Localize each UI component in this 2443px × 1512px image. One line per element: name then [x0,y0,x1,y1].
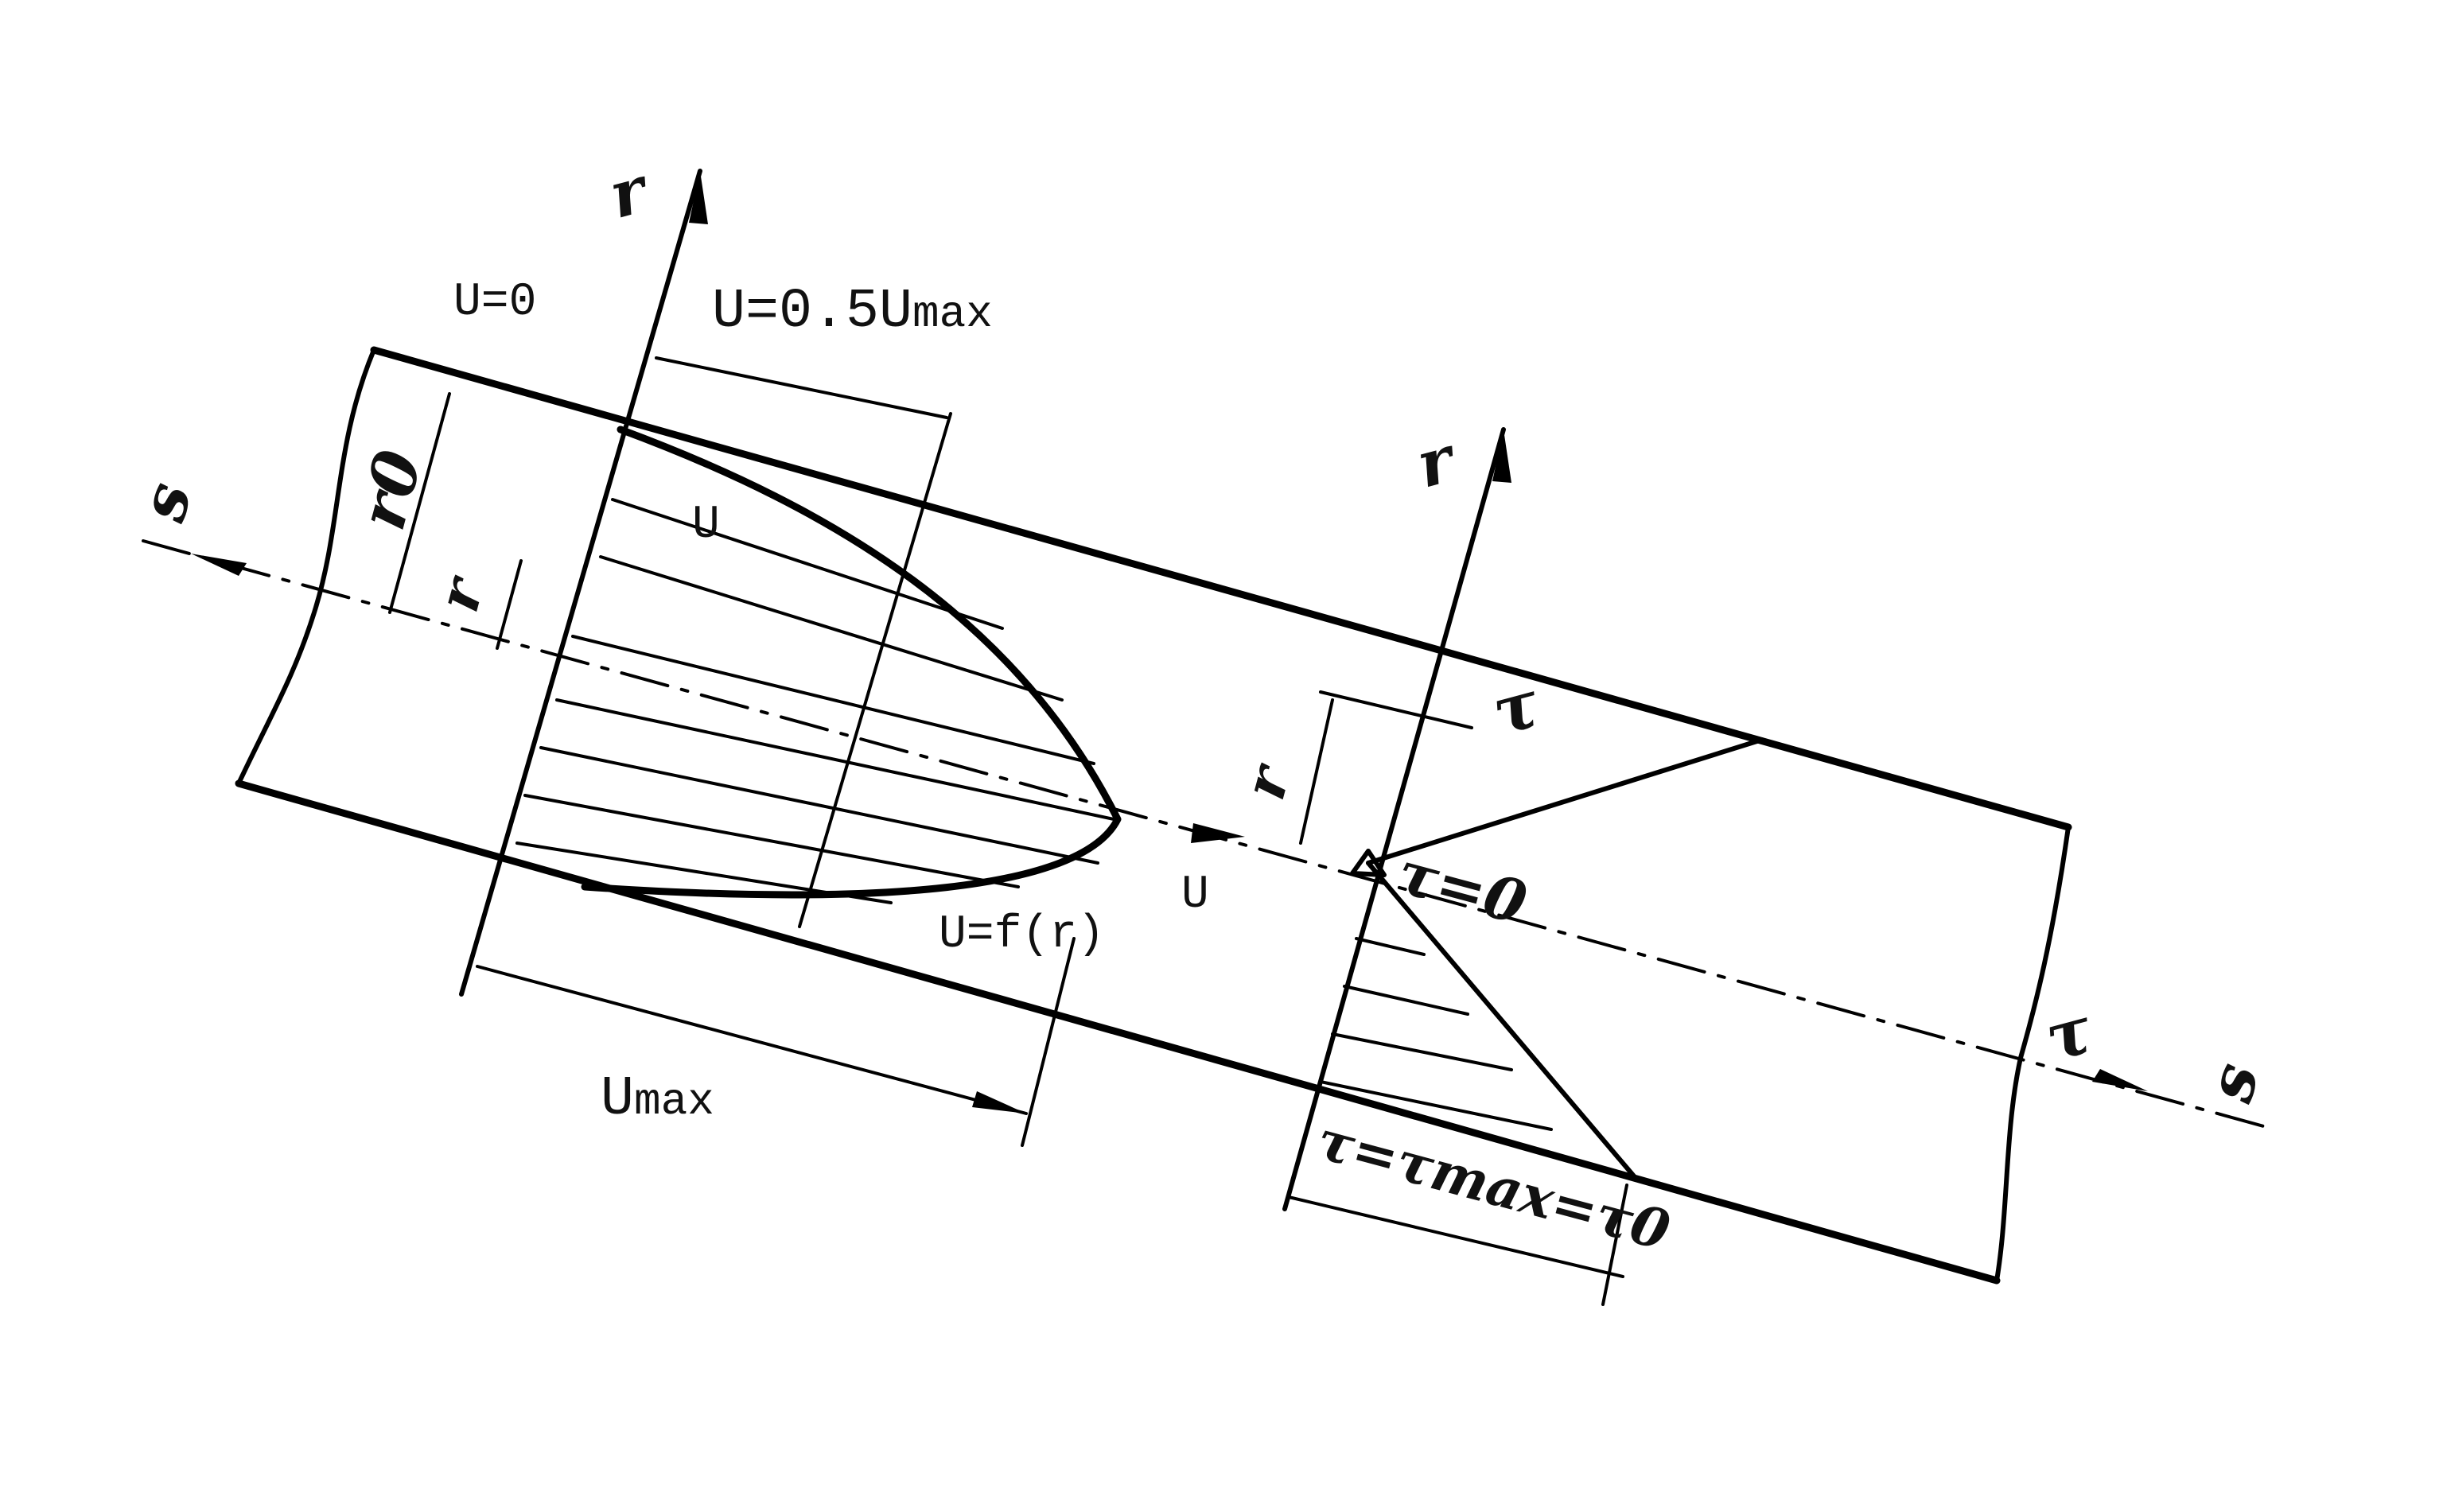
pipe-left-break-edge [236,348,376,786]
umax-dimension [476,965,1028,1115]
label-r-small-right: r [1230,756,1304,807]
velocity-vector [555,698,1115,821]
label-u-flow: U [1181,869,1209,921]
flow-direction-arrow [1191,823,1245,843]
tau-dimension [1319,690,1473,729]
velocity-vectors [515,498,1115,904]
label-u-f-r: U=f(r) [939,909,1105,961]
centerline-right-arrow [2092,1069,2148,1091]
half-max-boundary [798,412,952,928]
r-small-dimension-right [1299,698,1334,845]
label-s-left: s [124,475,206,530]
label-r-axis-right: r [1409,421,1465,503]
r-axis-left [459,169,702,997]
label-u-half-max-main: U=0.5U [712,281,912,344]
pipe-bottom-wall [235,779,2001,1285]
r-small-dimension-left [496,559,523,650]
shear-zero-point [1350,849,1387,877]
label-r0: r0 [344,442,437,537]
tau-max-extent [1601,1184,1628,1306]
label-u-zero: U=0 [453,277,536,328]
shear-line-lower [1366,861,1637,1180]
label-u-half-max: U=0.5Umax [712,281,993,344]
shear-hatch-line [1355,937,1426,956]
shear-section [1282,427,1764,1306]
r-axis-right-arrow [1492,430,1511,483]
label-u-half-max-sub: max [912,289,993,340]
pipe-top-wall [370,346,2072,831]
label-u-max: Umax [601,1068,714,1131]
shear-line-upper [1366,737,1764,865]
r-axis-right [1282,427,1506,1211]
umax-boundary [1021,937,1076,1147]
velocity-vector [523,794,1020,888]
label-s-right: s [2192,1055,2274,1110]
velocity-vector [515,842,893,904]
centerline-left-arrow [191,554,247,576]
label-tau-zero: τ=0 [1391,838,1534,938]
label-r-small-left: r [423,568,497,619]
r0-dimension [388,392,451,614]
velocity-vector [599,555,1064,702]
half-max-dimension [655,356,948,419]
label-u-profile: U [692,499,720,551]
label-tau-max: τ=τmax=τ0 [1310,1108,1676,1263]
umax-dimension-arrow [972,1091,1026,1114]
tau-max-dimension [1287,1195,1624,1278]
shear-hatch-line [1343,985,1469,1016]
shear-hatch-line [1331,1032,1513,1071]
label-tau-axis: τ [2037,992,2100,1077]
velocity-section [388,169,1122,1147]
shear-hatch-line [1319,1080,1553,1131]
velocity-vector [571,635,1095,765]
labels: U=0 U=0.5Umax U U=f(r) U Umax r r r0 r r… [124,151,2273,1263]
shear-hatching [1319,937,1553,1131]
velocity-vector [539,746,1099,865]
label-r-axis-left: r [601,151,657,233]
pipe-walls [235,346,2072,1285]
r-axis-left-arrow [689,171,708,224]
label-u-max-sub: max [634,1076,714,1127]
label-u-max-main: U [601,1068,634,1131]
velocity-parabola [581,426,1122,899]
velocity-vector [611,498,1004,630]
